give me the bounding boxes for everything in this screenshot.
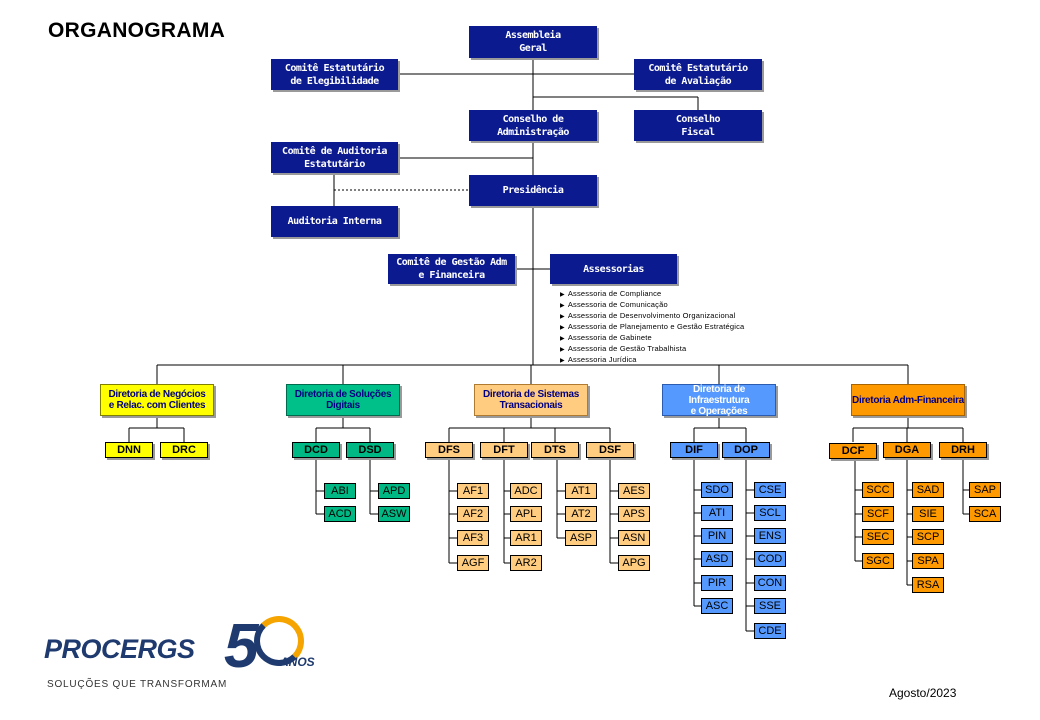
assessoria-item: Assessoria de Gabinete xyxy=(560,333,744,344)
leaf-at1: AT1 xyxy=(565,483,597,499)
logo-ring-icon xyxy=(254,616,304,666)
unit-dsd: DSD xyxy=(346,442,394,458)
leaf-acd: ACD xyxy=(324,506,356,522)
box-conselho-fiscal: Conselho Fiscal xyxy=(634,110,762,141)
box-auditoria-interna: Auditoria Interna xyxy=(271,206,398,237)
leaf-adc: ADC xyxy=(510,483,542,499)
leaf-sca: SCA xyxy=(969,506,1001,522)
leaf-af1: AF1 xyxy=(457,483,489,499)
box-conselho-administracao: Conselho de Administração xyxy=(469,110,597,141)
leaf-af2: AF2 xyxy=(457,506,489,522)
leaf-sap: SAP xyxy=(969,482,1001,498)
leaf-cse: CSE xyxy=(754,482,786,498)
leaf-aps: APS xyxy=(618,506,650,522)
leaf-ens: ENS xyxy=(754,528,786,544)
leaf-ati: ATI xyxy=(701,505,733,521)
leaf-at2: AT2 xyxy=(565,506,597,522)
leaf-sec: SEC xyxy=(862,529,894,545)
assessoria-item: Assessoria de Desenvolvimento Organizaci… xyxy=(560,311,744,322)
assessorias-list: Assessoria de Compliance Assessoria de C… xyxy=(560,289,744,366)
unit-dif: DIF xyxy=(670,442,718,458)
leaf-rsa: RSA xyxy=(912,577,944,593)
box-comite-auditoria: Comitê de Auditoria Estatutário xyxy=(271,142,398,173)
leaf-pir: PIR xyxy=(701,575,733,591)
leaf-apd: APD xyxy=(378,483,410,499)
leaf-ar2: AR2 xyxy=(510,555,542,571)
procergs-logo: PROCERGS SOLUÇÕES QUE TRANSFORMAM 5 ANOS xyxy=(44,612,324,692)
leaf-asc: ASC xyxy=(701,598,733,614)
box-comite-elegibilidade: Comitê Estatutário de Elegibilidade xyxy=(271,59,398,90)
unit-dcd: DCD xyxy=(292,442,340,458)
logo-anos: ANOS xyxy=(280,655,315,669)
leaf-spa: SPA xyxy=(912,553,944,569)
leaf-scl: SCL xyxy=(754,505,786,521)
unit-dfs: DFS xyxy=(425,442,473,458)
leaf-sse: SSE xyxy=(754,598,786,614)
directorate-negocios: Diretoria de Negócios e Relac. com Clien… xyxy=(100,384,214,416)
leaf-sdo: SDO xyxy=(701,482,733,498)
unit-drh: DRH xyxy=(939,442,987,458)
directorate-infraestrutura: Diretoria de Infraestrutura e Operações xyxy=(662,384,776,417)
leaf-cde: CDE xyxy=(754,623,786,639)
leaf-scc: SCC xyxy=(862,482,894,498)
leaf-asw: ASW xyxy=(378,506,410,522)
leaf-scp: SCP xyxy=(912,529,944,545)
leaf-ar1: AR1 xyxy=(510,530,542,546)
directorate-solucoes-digitais: Diretoria de Soluções Digitais xyxy=(286,384,400,416)
leaf-sad: SAD xyxy=(912,482,944,498)
box-comite-gestao: Comitê de Gestão Adm e Financeira xyxy=(388,254,515,284)
unit-dft: DFT xyxy=(480,442,528,458)
directorate-sistemas-transacionais: Diretoria de Sistemas Transacionais xyxy=(474,384,588,416)
date-label: Agosto/2023 xyxy=(889,686,957,700)
unit-dsf: DSF xyxy=(586,442,634,458)
leaf-apl: APL xyxy=(510,506,542,522)
leaf-sie: SIE xyxy=(912,506,944,522)
box-comite-avaliacao: Comitê Estatutário de Avaliação xyxy=(634,59,762,90)
leaf-con: CON xyxy=(754,575,786,591)
directorate-adm-financeira: Diretoria Adm-Financeira xyxy=(851,384,965,416)
leaf-aes: AES xyxy=(618,483,650,499)
unit-dcf: DCF xyxy=(829,443,877,459)
box-assessorias: Assessorias xyxy=(550,254,677,284)
assessoria-item: Assessoria de Planejamento e Gestão Estr… xyxy=(560,322,744,333)
leaf-asp: ASP xyxy=(565,530,597,546)
leaf-sgc: SGC xyxy=(862,553,894,569)
unit-dnn: DNN xyxy=(105,442,153,458)
leaf-asd: ASD xyxy=(701,551,733,567)
page-title: ORGANOGRAMA xyxy=(48,19,226,42)
box-presidencia: Presidência xyxy=(469,175,597,206)
assessoria-item: Assessoria de Gestão Trabalhista xyxy=(560,344,744,355)
assessoria-item: Assessoria de Compliance xyxy=(560,289,744,300)
unit-dts: DTS xyxy=(531,442,579,458)
leaf-asn: ASN xyxy=(618,530,650,546)
leaf-agf: AGF xyxy=(457,555,489,571)
unit-dga: DGA xyxy=(883,442,931,458)
unit-dop: DOP xyxy=(722,442,770,458)
leaf-scf: SCF xyxy=(862,506,894,522)
box-assembleia-geral: Assembleia Geral xyxy=(469,26,597,58)
assessoria-item: Assessoria de Comunicação xyxy=(560,300,744,311)
logo-tagline: SOLUÇÕES QUE TRANSFORMAM xyxy=(47,679,228,690)
leaf-abi: ABI xyxy=(324,483,356,499)
logo-name: PROCERGS xyxy=(44,634,195,664)
leaf-apg: APG xyxy=(618,555,650,571)
logo-fifty: 5 xyxy=(224,612,259,681)
assessoria-item: Assessoria Jurídica xyxy=(560,355,744,366)
leaf-pin: PIN xyxy=(701,528,733,544)
unit-drc: DRC xyxy=(160,442,208,458)
leaf-af3: AF3 xyxy=(457,530,489,546)
leaf-cod: COD xyxy=(754,551,786,567)
